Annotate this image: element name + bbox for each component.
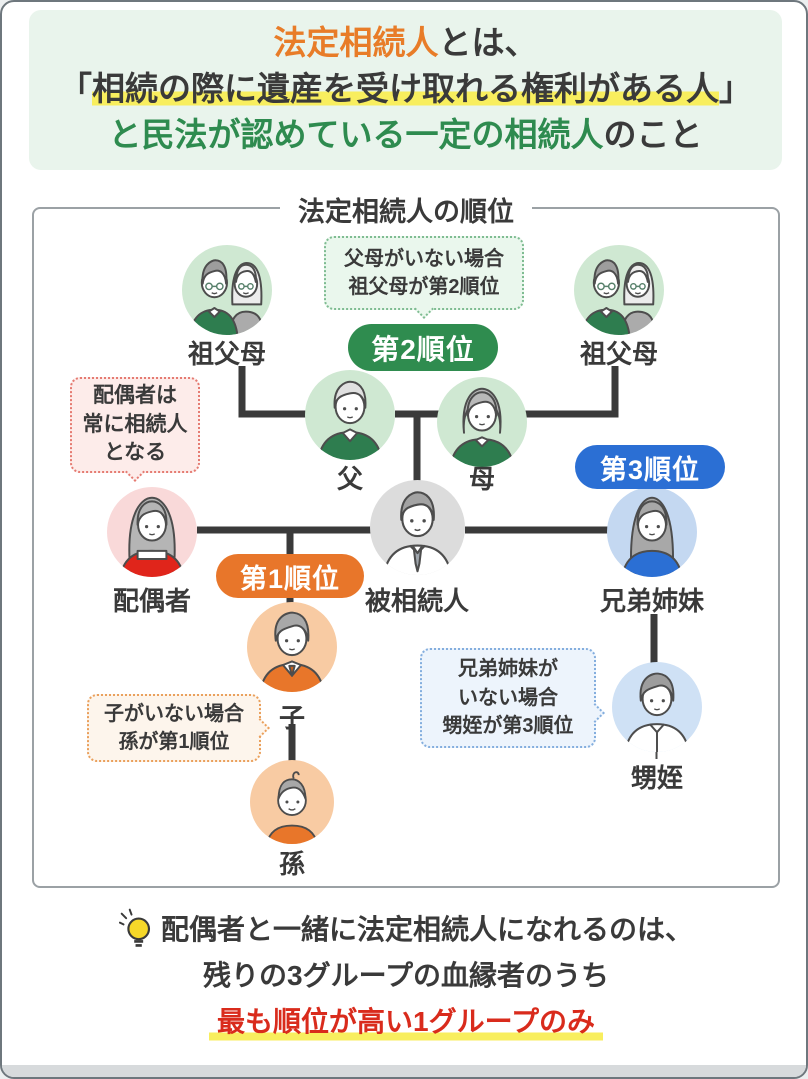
bubble-line: 常に相続人 xyxy=(82,412,188,436)
bubble-line: 兄弟姉妹が xyxy=(458,658,558,681)
grandchild-note-bubble: 子がいない場合 孫が第1順位 xyxy=(87,694,270,762)
nephew-icon xyxy=(624,672,690,752)
close-bracket: 」 xyxy=(719,70,752,107)
decedent-icon xyxy=(382,491,453,575)
header-line-3-rest: のこと xyxy=(603,116,703,153)
decedent-label: 被相続人 xyxy=(364,586,470,616)
siblings-avatar xyxy=(607,487,697,577)
siblings-label: 兄弟姉妹 xyxy=(599,586,705,616)
header-line-3: と民法が認めている一定の相続人のこと xyxy=(29,112,782,158)
nephew-note-bubble: 兄弟姉妹が いない場合 甥姪が第3順位 xyxy=(420,648,605,748)
bubble-line: 孫が第1順位 xyxy=(118,731,230,753)
grandparents-note-bubble: 父母がいない場合 祖父母が第2順位 xyxy=(324,236,524,319)
grandchild-icon xyxy=(265,771,319,844)
nephew-label: 甥姪 xyxy=(630,763,684,793)
grandparents-couple-icon xyxy=(580,259,657,335)
footer-line-2: 残りの3グループの血縁者のうち xyxy=(203,960,609,991)
bubble-line: 父母がいない場合 xyxy=(344,247,504,270)
father-icon xyxy=(317,380,383,460)
decedent-avatar xyxy=(370,480,465,575)
civil-law-phrase: と民法が認めている一定の相続人 xyxy=(108,116,604,153)
footer-note: 配偶者と一緒に法定相続人になれるのは、 残りの3グループの血縁者のうち 最も順位… xyxy=(2,907,806,1045)
mother-label: 母 xyxy=(468,464,496,494)
header-line-1-rest: とは、 xyxy=(438,24,538,61)
bubble-line: 祖父母が第2順位 xyxy=(348,276,500,298)
bubble-line: 子がいない場合 xyxy=(104,702,244,725)
spouse-label: 配偶者 xyxy=(112,586,192,616)
highlighted-definition: 相続の際に遺産を受け取れる権利がある人 xyxy=(92,70,719,107)
rank3-badge: 第3順位 xyxy=(575,445,725,489)
grandparents-left-avatar xyxy=(182,245,272,335)
rank2-badge: 第2順位 xyxy=(348,324,498,371)
lightbulb-icon xyxy=(118,908,151,947)
nephew-avatar xyxy=(612,662,702,752)
grandchild-avatar xyxy=(250,760,334,844)
grandparents-left-label: 祖父母 xyxy=(187,339,267,369)
father-label: 父 xyxy=(336,464,364,494)
footer-line-1: 配偶者と一緒に法定相続人になれるのは、 xyxy=(2,907,806,953)
bottom-strip xyxy=(2,1065,806,1077)
grandparents-right-avatar xyxy=(574,245,664,335)
bubble-line: 配偶者は xyxy=(93,383,177,407)
header-line-1: 法定相続人とは、 xyxy=(29,20,782,66)
mother-icon xyxy=(449,387,515,467)
header-line-2: 「相続の際に遺産を受け取れる権利がある人」 xyxy=(29,66,782,112)
grandchild-label: 孫 xyxy=(278,849,306,879)
bubble-line: となる xyxy=(103,441,167,465)
spouse-avatar xyxy=(107,487,197,577)
child-icon xyxy=(259,611,325,692)
open-bracket: 「 xyxy=(59,70,92,107)
grandparents-couple-icon xyxy=(188,259,265,335)
child-label: 子 xyxy=(278,703,306,733)
footer-line-3: 最も順位が高い1グループのみ xyxy=(2,999,806,1045)
child-avatar xyxy=(247,602,337,692)
grandparents-right-label: 祖父母 xyxy=(579,339,659,369)
father-avatar xyxy=(305,370,395,460)
header-box: 法定相続人とは、 「相続の際に遺産を受け取れる権利がある人」 と民法が認めている… xyxy=(29,10,782,170)
bubble-line: いない場合 xyxy=(458,686,558,709)
footer-emphasis: 最も順位が高い1グループのみ xyxy=(209,1006,603,1041)
diagram-title: 法定相続人の順位 xyxy=(280,190,532,229)
spouse-icon xyxy=(119,496,185,577)
siblings-icon xyxy=(621,496,683,577)
spouse-note-bubble: 配偶者は 常に相続人 となる xyxy=(70,377,200,482)
rank1-badge: 第1順位 xyxy=(216,554,364,598)
term-legal-heir: 法定相続人 xyxy=(273,24,439,61)
mother-avatar xyxy=(437,377,527,467)
bubble-line: 甥姪が第3順位 xyxy=(442,715,574,738)
